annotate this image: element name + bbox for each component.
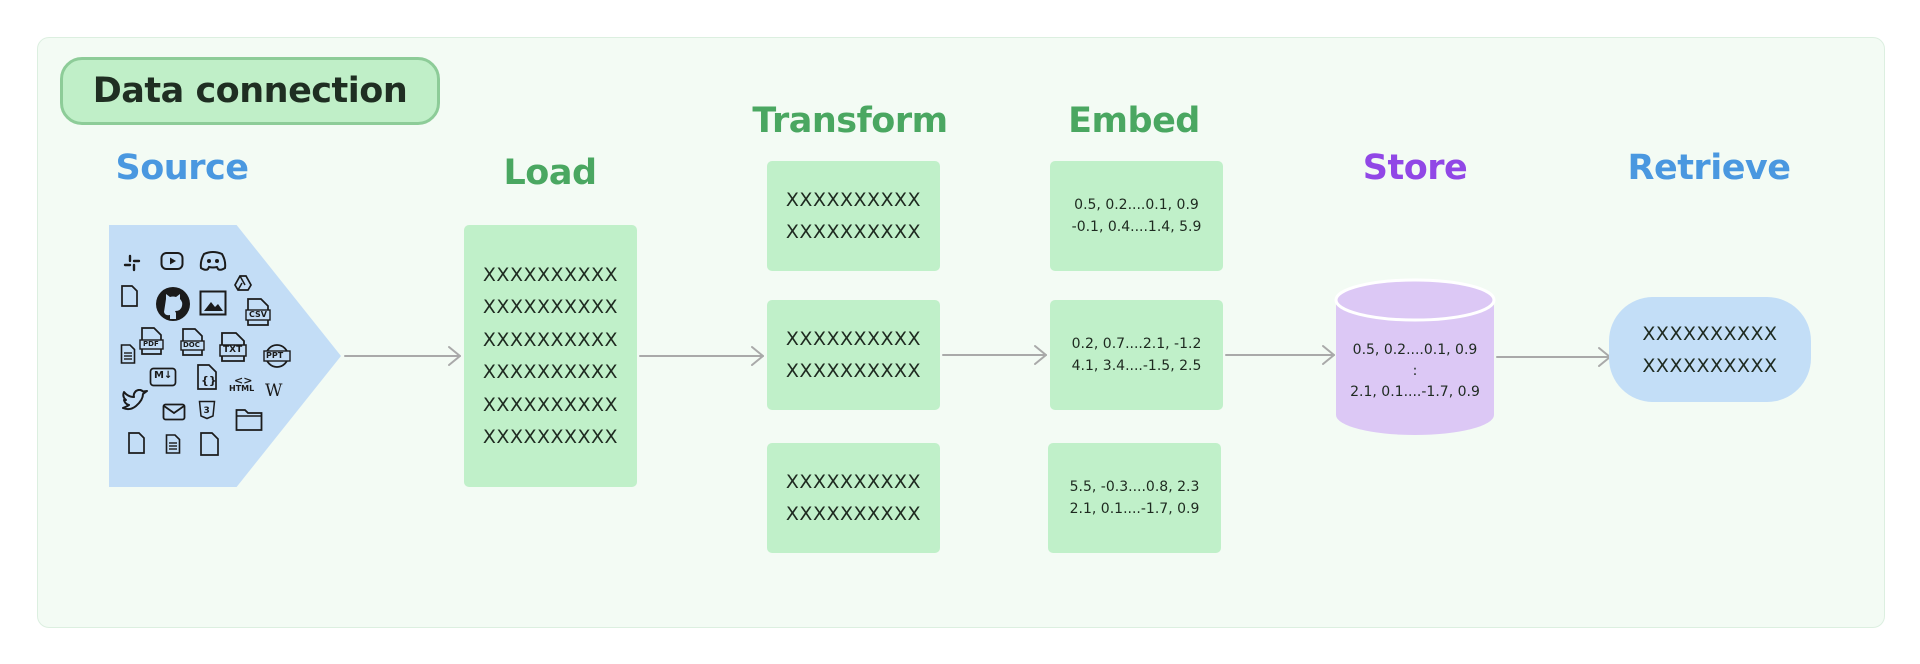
mail-icon [162, 403, 186, 421]
arrow-transform-to-embed [942, 345, 1047, 365]
stage-title-load: Load [503, 153, 597, 193]
lined-document-icon [165, 434, 181, 454]
load-line: XXXXXXXXXX [482, 361, 619, 383]
twitter-icon [121, 389, 149, 413]
embed-vector-1: 0.5, 0.2....0.1, 0.9 -0.1, 0.4....1.4, 5… [1050, 161, 1223, 271]
load-document-box: XXXXXXXXXX XXXXXXXXXX XXXXXXXXXX XXXXXXX… [464, 225, 637, 487]
google-drive-icon [234, 275, 252, 291]
embed-vector-3: 5.5, -0.3....0.8, 2.3 2.1, 0.1....-1.7, … [1048, 443, 1221, 553]
pdf-file-icon: PDF [139, 327, 164, 355]
html-label: HTML [229, 384, 255, 393]
chunk-line: XXXXXXXXXX [785, 328, 922, 350]
stage-title-source: Source [115, 148, 249, 188]
vector-line: 4.1, 3.4....-1.5, 2.5 [1071, 358, 1202, 374]
image-icon [199, 290, 227, 316]
retrieve-result-box: XXXXXXXXXX XXXXXXXXXX [1609, 297, 1811, 402]
file-blank-icon [127, 432, 146, 454]
folder-icon [235, 406, 263, 432]
slack-icon [123, 254, 141, 272]
doc-label: DOC [183, 341, 200, 349]
chunk-line: XXXXXXXXXX [785, 221, 922, 243]
store-line: 2.1, 0.1....-1.7, 0.9 [1350, 384, 1480, 400]
stage-title-transform: Transform [752, 101, 948, 141]
ppt-label: PPT [266, 351, 284, 360]
markdown-label: M↓ [154, 370, 173, 381]
text-document-icon [120, 344, 136, 364]
vector-store-cylinder [1334, 278, 1496, 435]
arrow-source-to-load [344, 346, 461, 366]
chunk-line: XXXXXXXXXX [785, 503, 922, 525]
chunk-line: XXXXXXXXXX [785, 471, 922, 493]
txt-label: TXT [223, 345, 243, 355]
embed-vector-2: 0.2, 0.7....2.1, -1.2 4.1, 3.4....-1.5, … [1050, 300, 1223, 410]
ppt-file-icon: PPT [263, 343, 291, 369]
load-line: XXXXXXXXXX [482, 296, 619, 318]
chunk-line: XXXXXXXXXX [785, 189, 922, 211]
stage-title-store: Store [1362, 148, 1468, 188]
store-line: 0.5, 0.2....0.1, 0.9 [1352, 342, 1478, 358]
load-line: XXXXXXXXXX [482, 393, 619, 416]
vector-line: 5.5, -0.3....0.8, 2.3 [1069, 479, 1200, 495]
arrow-load-to-transform [639, 346, 764, 366]
discord-icon [199, 250, 227, 272]
youtube-icon [160, 251, 184, 271]
retrieve-line: XXXXXXXXXX [1642, 354, 1778, 377]
diagram-panel [37, 37, 1885, 628]
arrow-embed-to-store [1225, 345, 1335, 365]
chunk-line: XXXXXXXXXX [785, 360, 922, 382]
svg-text:3: 3 [204, 406, 210, 416]
wikipedia-label: W [265, 381, 283, 401]
vector-line: -0.1, 0.4....1.4, 5.9 [1071, 219, 1202, 235]
wikipedia-icon: W [265, 381, 282, 401]
markdown-icon: M↓ [149, 367, 177, 387]
html-icon: <> HTML [228, 374, 254, 393]
csv-label: CSV [249, 310, 267, 319]
load-line: XXXXXXXXXX [482, 426, 619, 448]
vector-line: 0.2, 0.7....2.1, -1.2 [1071, 336, 1202, 352]
load-line: XXXXXXXXXX [482, 328, 619, 351]
pdf-label: PDF [143, 340, 159, 348]
vector-line: 0.5, 0.2....0.1, 0.9 [1074, 197, 1199, 213]
load-line: XXXXXXXXXX [482, 263, 619, 286]
retrieve-line: XXXXXXXXXX [1642, 322, 1778, 345]
stage-title-retrieve: Retrieve [1627, 148, 1791, 188]
css-icon: 3 [198, 400, 216, 420]
arrow-store-to-retrieve [1496, 347, 1611, 367]
transform-chunk-1: XXXXXXXXXX XXXXXXXXXX [767, 161, 940, 271]
vector-line: 2.1, 0.1....-1.7, 0.9 [1069, 501, 1200, 517]
txt-file-icon: TXT [219, 332, 248, 362]
svg-text:{}: {} [201, 374, 217, 387]
svg-text:<>: <> [234, 374, 252, 386]
transform-chunk-3: XXXXXXXXXX XXXXXXXXXX [767, 443, 940, 553]
store-vector-text: 0.5, 0.2....0.1, 0.9 : 2.1, 0.1....-1.7,… [1334, 340, 1496, 403]
stage-title-embed: Embed [1068, 101, 1200, 141]
json-file-icon: {} [196, 364, 218, 390]
doc-file-icon: DOC [180, 328, 205, 356]
csv-file-icon: CSV [245, 298, 271, 326]
github-icon [154, 285, 192, 323]
file-icon [120, 285, 139, 307]
section-badge: Data connection [60, 57, 440, 125]
store-line: : [1412, 363, 1418, 379]
file-outline-icon [199, 432, 220, 456]
transform-chunk-2: XXXXXXXXXX XXXXXXXXXX [767, 300, 940, 410]
